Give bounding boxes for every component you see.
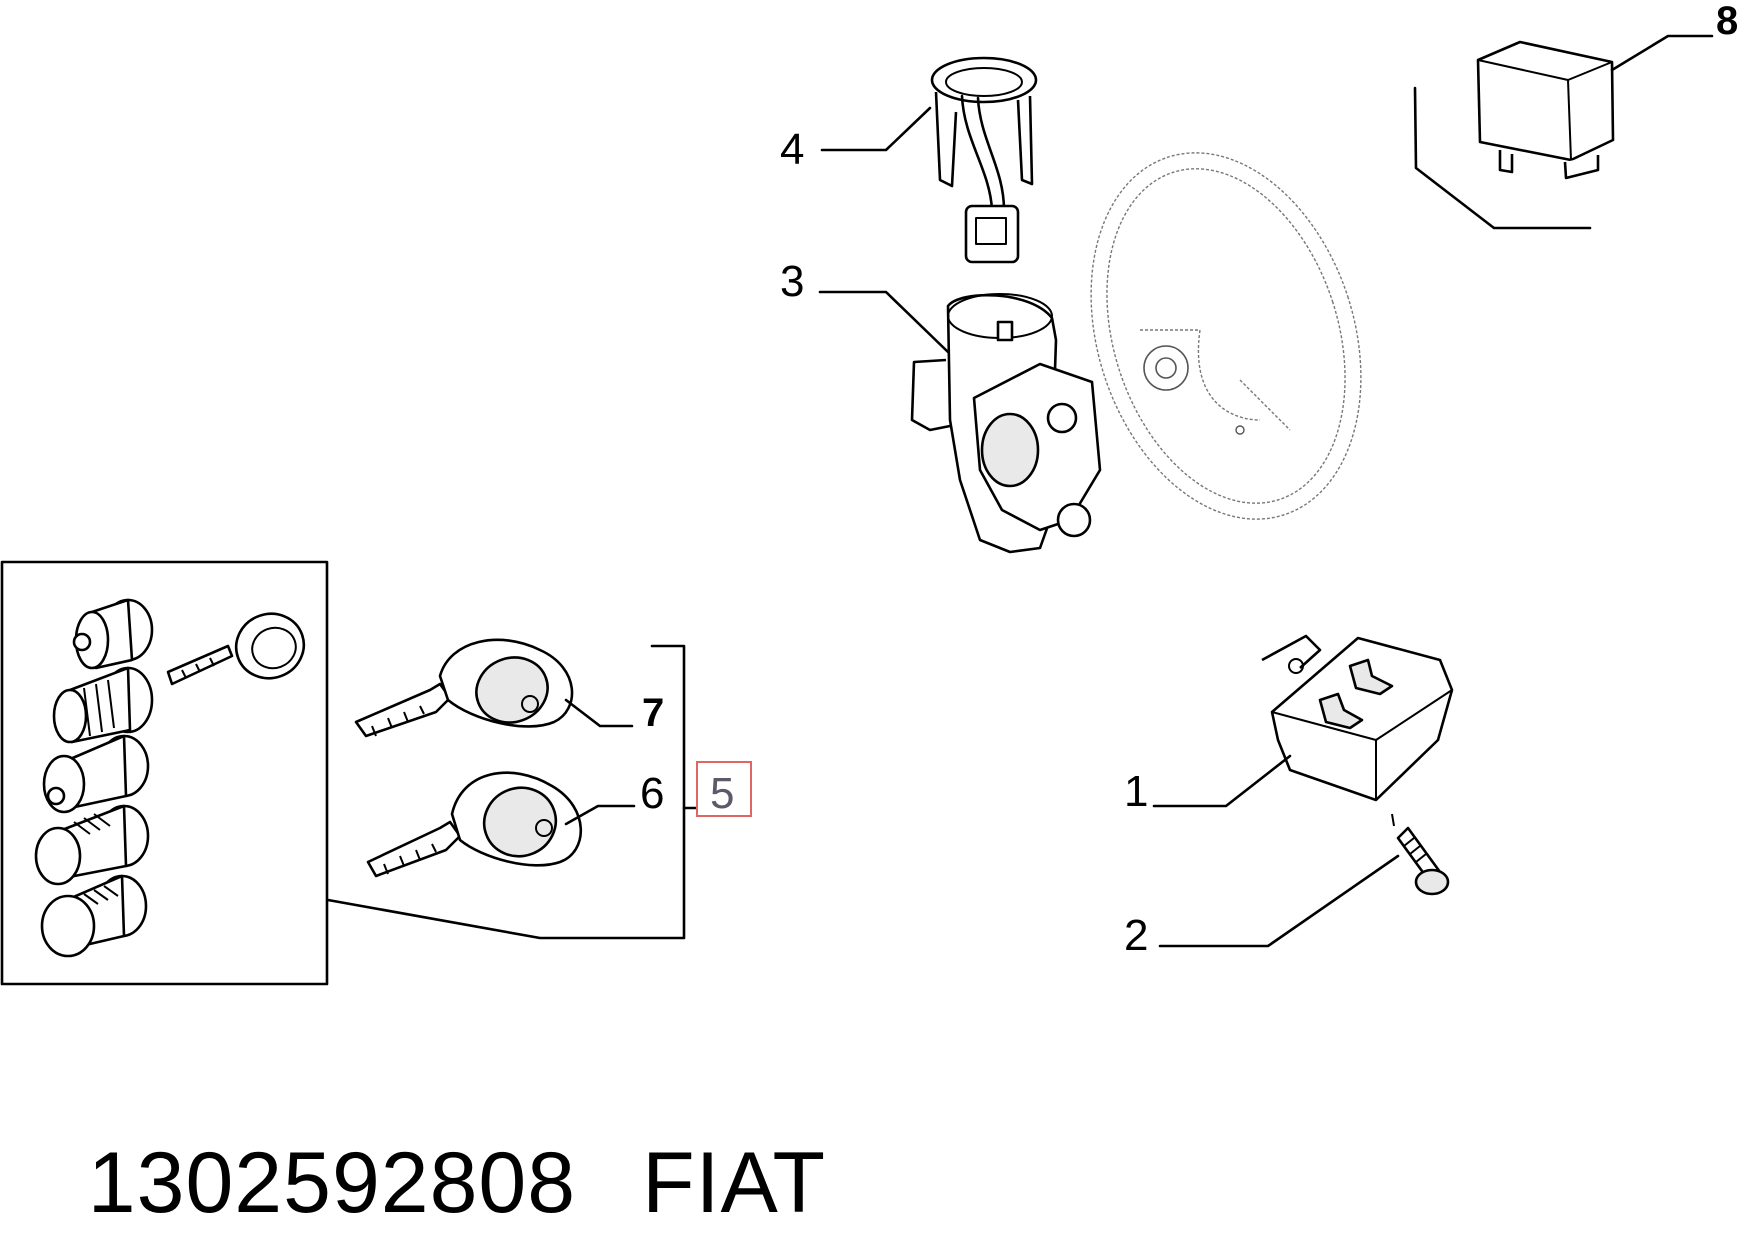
leader-2 <box>1158 854 1400 948</box>
callout-6: 6 <box>640 769 664 818</box>
part-2-screw <box>1391 813 1450 896</box>
callout-7: 7 <box>642 691 664 735</box>
leader-8 <box>1610 34 1714 72</box>
part-8-relay <box>1476 40 1615 180</box>
highlight-box-5 <box>696 761 752 817</box>
footer-caption: 1302592808 FIAT <box>38 1035 826 1233</box>
leader-1 <box>1152 754 1292 808</box>
leader-7 <box>564 698 634 728</box>
leader-4 <box>820 106 932 152</box>
callout-1: 1 <box>1124 767 1148 816</box>
callout-8: 8 <box>1716 0 1738 43</box>
part-7-key <box>354 638 574 738</box>
small-key-in-box <box>166 612 306 686</box>
part-number: 1302592808 <box>87 1135 577 1231</box>
callout-2: 2 <box>1124 911 1148 960</box>
bracket-8 <box>1413 86 1592 230</box>
leader-3 <box>818 290 950 354</box>
lock-cylinders <box>34 598 154 958</box>
part-6-key <box>366 771 583 878</box>
brand-name: FIAT <box>642 1135 827 1231</box>
part-4-harness <box>930 56 1038 264</box>
part-3-ignition-switch <box>910 293 1102 554</box>
steering-wheel <box>1090 152 1362 520</box>
part-1-control-unit <box>1261 634 1454 802</box>
box-leader <box>326 644 686 940</box>
callout-3: 3 <box>780 257 804 306</box>
leader-6 <box>564 804 636 826</box>
parts-diagram: 8 4 3 <box>0 0 1738 986</box>
callout-5: 5 <box>710 769 734 818</box>
callout-4: 4 <box>780 125 804 174</box>
lock-set-box <box>0 560 329 986</box>
